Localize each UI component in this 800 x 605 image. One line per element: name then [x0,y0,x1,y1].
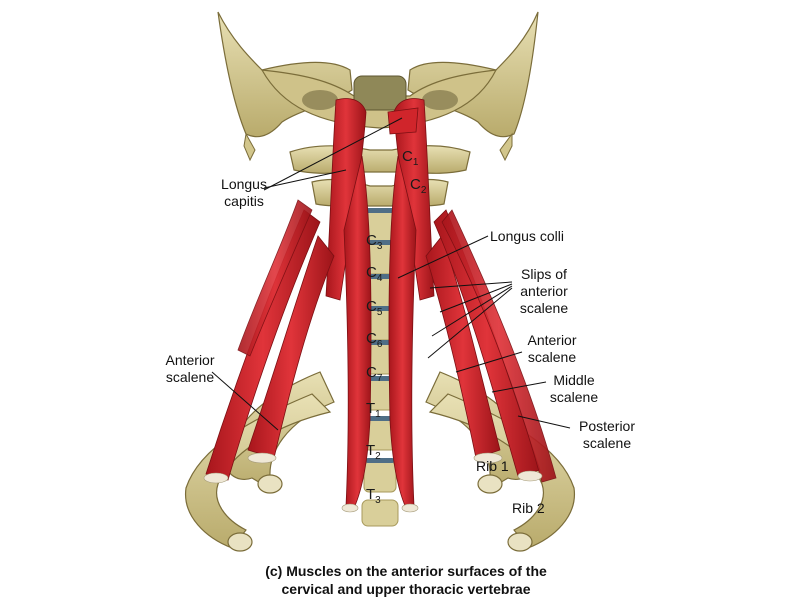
label-rib2: Rib 2 [512,500,545,516]
vertebra-label: T3 [366,486,381,506]
posterior-scalene-right [441,209,557,483]
vertebra-letter: C [366,330,377,347]
label-anterior-scalene-left-line1: Anterior [165,352,215,368]
label-longus-capitis: Longus capitis [204,176,284,210]
label-slips-line1: Slips of [521,266,567,282]
vertebra-number: 2 [375,451,381,462]
intervertebral-disc [366,458,394,463]
figure-caption: (c) Muscles on the anterior surfaces of … [196,562,616,598]
vertebra-number: 1 [375,409,381,420]
rectus-capitis-anterior [387,107,419,135]
muscles [203,98,557,513]
label-anterior-scalene-right-line1: Anterior [527,332,577,348]
vertebra-letter: C [366,364,377,381]
intervertebral-disc [366,208,394,213]
vertebra-letter: C [366,264,377,281]
vertebra-number: 4 [376,273,383,284]
vertebra-letter: T [366,486,376,503]
vertebra-label: C1 [402,148,418,168]
caption-line1: (c) Muscles on the anterior surfaces of … [265,563,547,579]
vertebra-letter: T [366,442,376,459]
leader-lines [211,117,571,431]
intervertebral-disc [366,376,394,381]
vertebra-number: 6 [376,339,383,350]
label-rib1: Rib 1 [476,458,509,474]
vertebra-label: C7 [366,364,382,384]
vertebra-number: 3 [376,241,383,252]
vertebra-label: T1 [366,400,381,420]
vertebral-body-t3 [361,499,399,527]
label-posterior-scalene-line1: Posterior [578,418,636,434]
longus-colli-right [388,155,417,509]
intervertebral-disc [366,416,394,421]
posterior-scalene-left [237,199,313,357]
vertebra-letter: C [402,148,413,165]
vertebra-label: C6 [366,330,382,350]
label-longus-colli: Longus colli [490,228,564,244]
vertebra-number: 5 [376,307,383,318]
vertebra-label: C2 [410,176,426,196]
vertebra-letter: C [366,298,377,315]
skull-base [217,11,539,162]
longus-colli-left [343,155,372,509]
intervertebral-disc [366,274,394,279]
vertebra-number: 3 [375,495,381,506]
vertebra-number: 1 [412,157,419,168]
vertebra-label: T2 [366,442,381,462]
intervertebral-disc [366,240,394,245]
vertebra-number: 7 [376,373,383,384]
label-anterior-scalene-right: Anterior scalene [514,332,590,366]
intervertebral-disc [366,306,394,311]
label-anterior-scalene-right-line2: scalene [527,349,577,365]
label-posterior-scalene: Posterior scalene [566,418,648,452]
vertebra-letter: C [410,176,421,193]
vertebra-label: C5 [366,298,382,318]
vertebra-label: C3 [366,232,382,252]
vertebral-column [361,208,399,527]
label-slips-line2: anterior [520,283,568,299]
label-longus-capitis-line1: Longus [221,176,267,192]
vertebra-number: 2 [420,185,427,196]
label-middle-scalene-line2: scalene [549,389,599,405]
label-longus-capitis-line2: capitis [224,193,264,209]
label-middle-scalene-line1: Middle [553,372,595,388]
label-anterior-scalene-left: Anterior scalene [148,352,232,386]
label-slips-line3: scalene [519,300,569,316]
caption-line2: cervical and upper thoracic vertebrae [281,581,531,597]
label-posterior-scalene-line2: scalene [582,435,632,451]
vertebra-letter: C [366,232,377,249]
vertebra-label: C4 [366,264,382,284]
label-middle-scalene: Middle scalene [536,372,612,406]
label-anterior-scalene-left-line2: scalene [165,369,215,385]
label-slips-anterior-scalene: Slips of anterior scalene [506,266,582,317]
vertebra-letter: T [366,400,376,417]
intervertebral-disc [366,340,394,345]
